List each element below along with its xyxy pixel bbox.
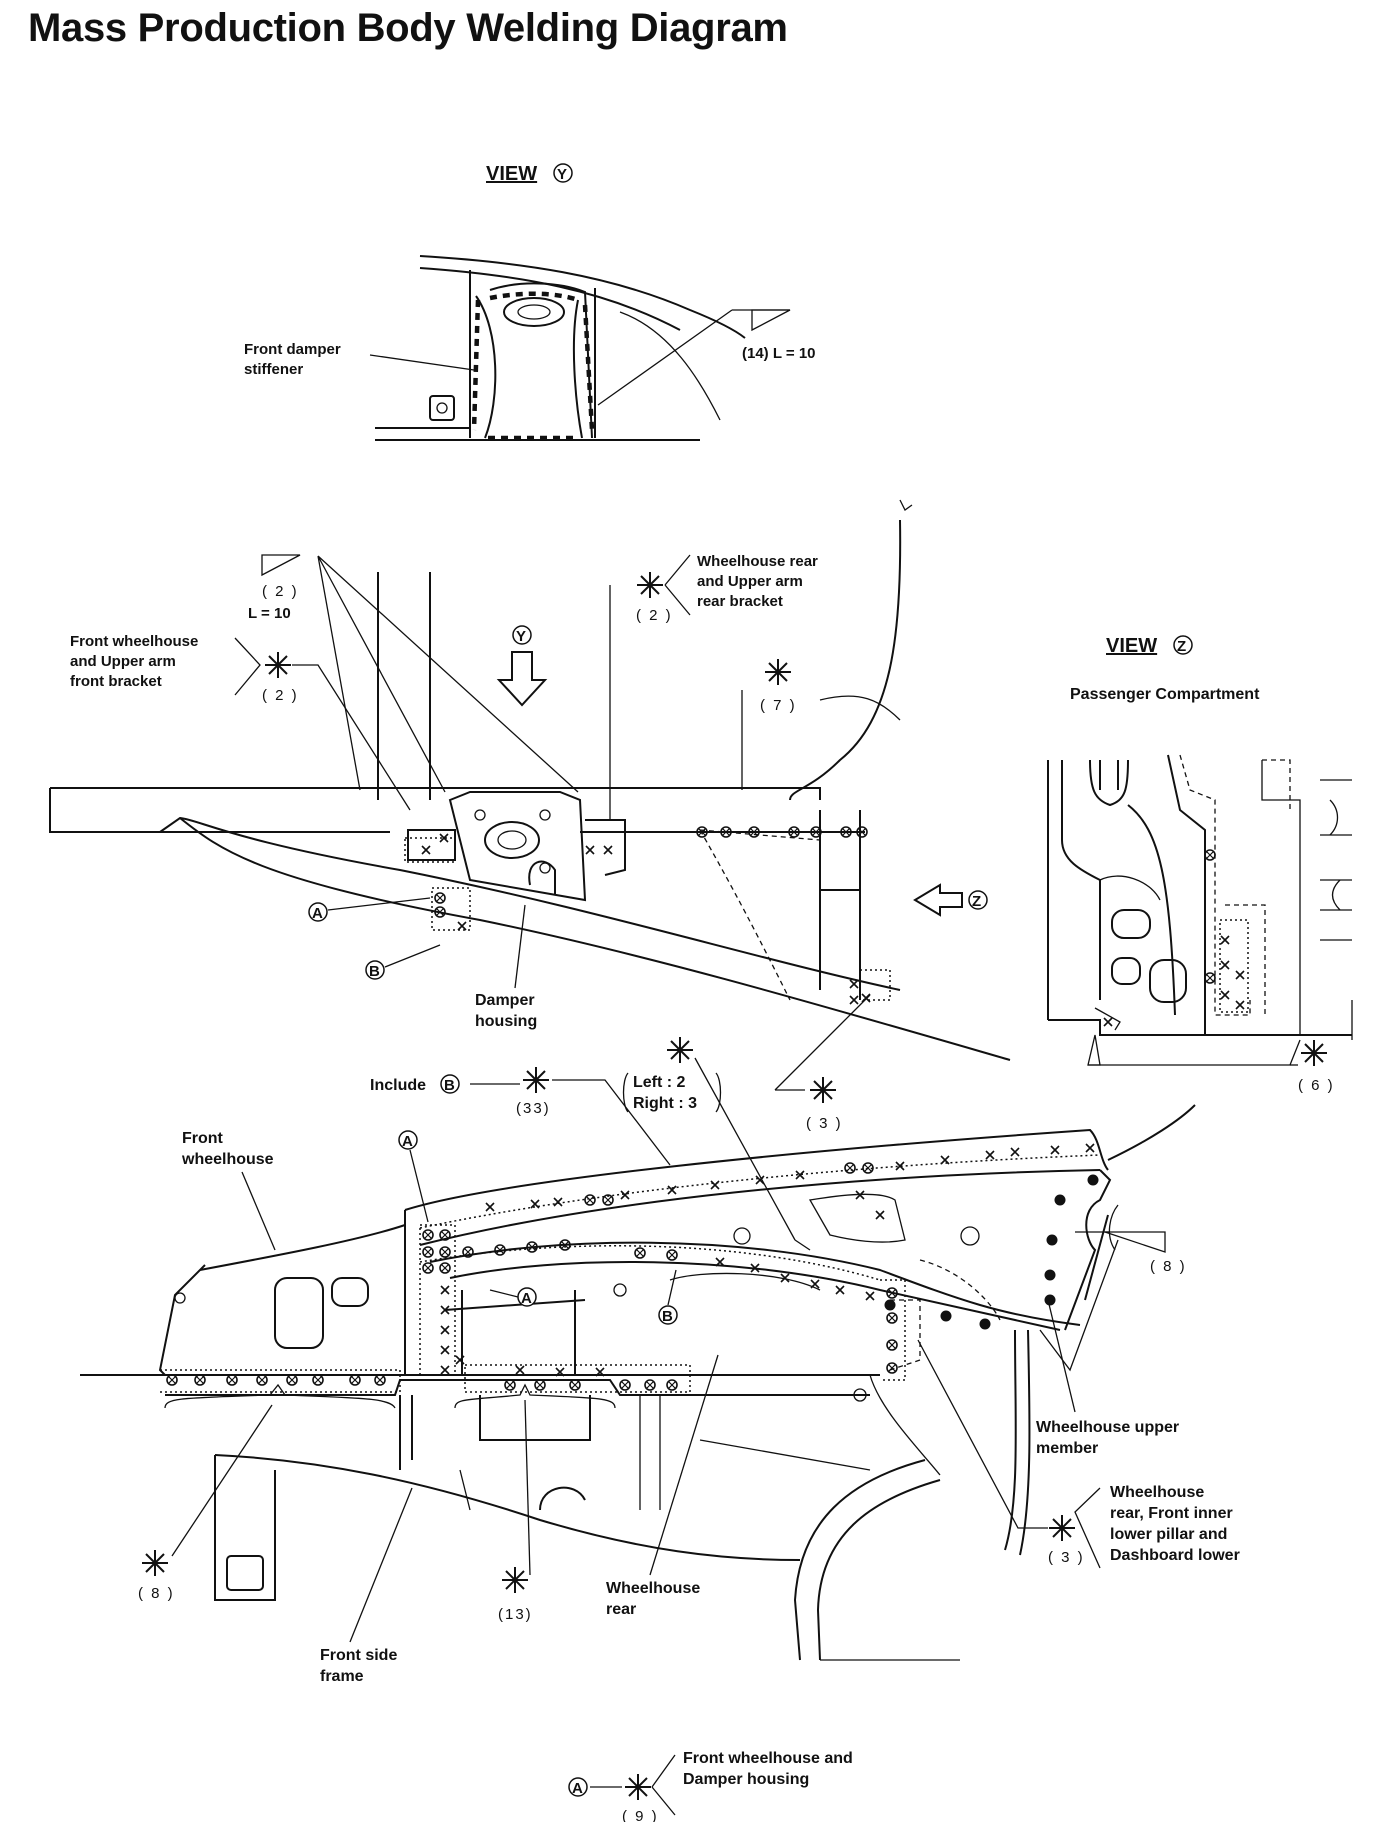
count-8-right: ( 8 ) bbox=[1150, 1258, 1187, 1275]
svg-text:housing: housing bbox=[475, 1013, 537, 1030]
label-fillet-14: (14) L = 10 bbox=[742, 345, 816, 362]
count-3-mid: ( 3 ) bbox=[806, 1115, 843, 1132]
label-front-damper-stiffener: Front damper bbox=[244, 341, 341, 358]
view-y-marker: Y bbox=[553, 163, 573, 183]
label-front-wheelhouse-bracket: Front wheelhouse bbox=[70, 633, 198, 650]
marker-y: Y bbox=[516, 628, 526, 645]
legend-label-1: Front wheelhouse and bbox=[683, 1750, 853, 1767]
svg-text:wheelhouse: wheelhouse bbox=[181, 1151, 274, 1168]
label-passenger-compartment: Passenger Compartment bbox=[1070, 686, 1260, 703]
label-include: Include bbox=[370, 1077, 426, 1094]
label-wheelhouse-upper-member: Wheelhouse upper bbox=[1036, 1419, 1179, 1436]
count-8-left: ( 8 ) bbox=[138, 1585, 175, 1602]
view-z-arrow-icon bbox=[913, 883, 963, 917]
main-upper-assembly: ( 2 ) L = 10 ( 2 ) Wheelhouse rear and U… bbox=[49, 499, 1011, 1132]
marker-a-lower-2: A bbox=[521, 1290, 532, 1307]
count-7: ( 7 ) bbox=[760, 697, 797, 714]
count-front-bracket: ( 2 ) bbox=[262, 687, 299, 704]
count-rear-bracket: ( 2 ) bbox=[636, 607, 673, 624]
marker-b-include: B bbox=[444, 1077, 455, 1094]
marker-z: Z bbox=[972, 893, 981, 910]
label-wheelhouse-rear: Wheelhouse bbox=[606, 1580, 700, 1597]
view-z-detail: VIEW Z Passenger Compartment bbox=[1047, 635, 1353, 1094]
legend-marker-a: A bbox=[572, 1780, 583, 1797]
x-weld-group-upper bbox=[421, 833, 871, 1005]
main-lower-assembly: Include B (33) Left : 2 Right : 3 bbox=[80, 1036, 1240, 1685]
marker-b-upper: B bbox=[369, 963, 380, 980]
legend-label-2: Damper housing bbox=[683, 1771, 809, 1788]
spot-weld-row-upper bbox=[434, 826, 868, 918]
label-fillet-2-length: L = 10 bbox=[248, 605, 291, 622]
svg-text:stiffener: stiffener bbox=[244, 361, 303, 378]
label-left-right-1: Left : 2 bbox=[633, 1074, 686, 1091]
marker-a-lower-1: A bbox=[402, 1133, 413, 1150]
view-y-letter: Y bbox=[557, 166, 567, 183]
view-y-detail: VIEW Y Front damper stiffener (14) L = 1… bbox=[244, 163, 816, 441]
svg-text:lower pillar and: lower pillar and bbox=[1110, 1526, 1227, 1543]
count-33: (33) bbox=[516, 1100, 551, 1117]
page-title: Mass Production Body Welding Diagram bbox=[28, 6, 788, 50]
svg-text:member: member bbox=[1036, 1440, 1098, 1457]
svg-text:rear: rear bbox=[606, 1601, 636, 1618]
svg-text:front bracket: front bracket bbox=[70, 673, 162, 690]
svg-text:frame: frame bbox=[320, 1668, 364, 1685]
count-13: (13) bbox=[498, 1606, 533, 1623]
legend-a: A ( 9 ) Front wheelhouse and Damper hous… bbox=[568, 1750, 853, 1822]
x-weld-row-lower bbox=[440, 1143, 1095, 1377]
svg-text:Dashboard lower: Dashboard lower bbox=[1110, 1547, 1240, 1564]
view-y-title: VIEW bbox=[486, 163, 537, 185]
view-z-letter: Z bbox=[1177, 638, 1186, 655]
legend-count: ( 9 ) bbox=[622, 1808, 659, 1822]
marker-a-upper: A bbox=[312, 905, 323, 922]
label-fillet-2: ( 2 ) bbox=[262, 583, 299, 600]
svg-text:rear, Front inner: rear, Front inner bbox=[1110, 1505, 1233, 1522]
marker-b-lower: B bbox=[662, 1308, 673, 1325]
view-y-arrow-icon bbox=[496, 651, 548, 707]
count-6: ( 6 ) bbox=[1298, 1077, 1335, 1094]
label-left-right-2: Right : 3 bbox=[633, 1095, 697, 1112]
view-z-title: VIEW bbox=[1106, 635, 1157, 657]
label-wheelhouse-rear-pillar: Wheelhouse bbox=[1110, 1484, 1204, 1501]
solid-weld-dots bbox=[884, 1174, 1099, 1330]
svg-text:and Upper arm: and Upper arm bbox=[697, 573, 803, 590]
svg-text:and Upper arm: and Upper arm bbox=[70, 653, 176, 670]
label-front-wheelhouse: Front bbox=[182, 1130, 224, 1147]
count-3-lower: ( 3 ) bbox=[1048, 1549, 1085, 1566]
label-damper-housing: Damper bbox=[475, 992, 535, 1009]
svg-text:rear bracket: rear bracket bbox=[697, 593, 783, 610]
label-front-side-frame: Front side bbox=[320, 1647, 397, 1664]
label-wheelhouse-rear-bracket: Wheelhouse rear bbox=[697, 553, 818, 570]
